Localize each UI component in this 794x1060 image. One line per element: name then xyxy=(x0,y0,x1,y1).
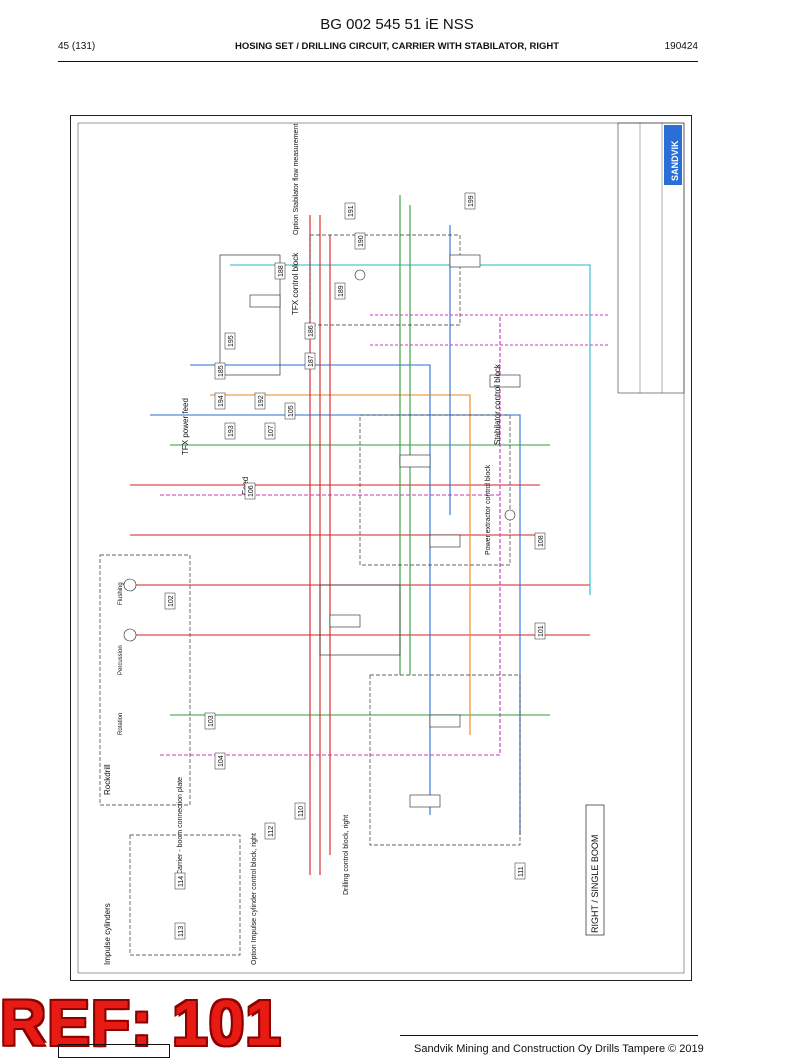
ref-stamp: REF: 101 xyxy=(0,987,282,1059)
impulse-cylinders-label: Impulse cylinders xyxy=(103,903,112,965)
carrier-boom-label: Carrier - boom connection plate xyxy=(177,777,184,875)
component-number: 192 xyxy=(258,395,265,407)
percussion-label: Percussion xyxy=(118,645,124,675)
tfx-control-block-label: TFX control block xyxy=(291,252,300,315)
component-number: 187 xyxy=(308,355,315,367)
component-number: 194 xyxy=(218,395,225,407)
right-single-boom-label: RIGHT / SINGLE BOOM xyxy=(590,835,600,933)
brand-label: SANDVIK xyxy=(670,140,680,181)
drilling-control-label: Drilling control block, right xyxy=(343,815,350,895)
control-blocks xyxy=(99,234,521,956)
component-number: 113 xyxy=(178,926,185,937)
stabilator-flow-label: Option Stabilator flow measurement xyxy=(293,124,300,235)
sheet-frame xyxy=(70,115,692,981)
component-number: 108 xyxy=(538,535,545,547)
component-number: 107 xyxy=(268,425,275,437)
component-number-box xyxy=(214,752,226,770)
component-number: 186 xyxy=(308,325,315,337)
component-number-box xyxy=(274,262,286,280)
component-number: 112 xyxy=(268,826,275,837)
impulse-option-label: Option Impulse cylinder control block, r… xyxy=(251,833,258,965)
component-symbols xyxy=(123,254,521,808)
rockdrill-label: Rockdrill xyxy=(103,764,112,795)
component-number-box xyxy=(244,482,256,500)
footer-logo xyxy=(58,1044,170,1058)
component-number: 193 xyxy=(228,425,235,437)
component-number-box xyxy=(304,322,316,340)
component-numbers: 101 102 103 104 105 106 107 108 110 111 112 113 114 1… xyxy=(164,192,546,940)
hydraulic-schematic: SANDVIK Feed TFX power feed TFX cont xyxy=(70,115,692,981)
component-number-box xyxy=(224,422,236,440)
footer-rule xyxy=(400,1035,698,1036)
component-number: 188 xyxy=(278,265,285,277)
rotation-label: Rotation xyxy=(118,713,124,735)
stabilator-control-label: Stabilator control block xyxy=(493,363,502,445)
component-number: 110 xyxy=(298,806,305,817)
component-number-box xyxy=(174,922,186,940)
component-number: 106 xyxy=(248,485,255,497)
component-number: 101 xyxy=(538,625,545,637)
title-block xyxy=(617,122,685,394)
component-number: 111 xyxy=(518,866,525,877)
component-number-box xyxy=(214,362,226,380)
header-rule xyxy=(58,61,698,62)
component-number-box xyxy=(514,862,526,880)
component-number-box xyxy=(264,422,276,440)
component-number: 195 xyxy=(228,335,235,347)
component-number: 102 xyxy=(168,595,175,607)
component-number: 104 xyxy=(218,755,225,767)
component-number-box xyxy=(284,402,296,420)
tfx-power-feed-label: TFX power feed xyxy=(181,398,190,455)
component-number-box xyxy=(534,622,546,640)
component-number-box xyxy=(344,202,356,220)
component-number-box xyxy=(204,712,216,730)
document-code: BG 002 545 51 iE NSS xyxy=(320,16,474,33)
component-number-box xyxy=(294,802,306,820)
component-number: 199 xyxy=(468,195,475,207)
component-number: 190 xyxy=(358,235,365,247)
component-number-box xyxy=(164,592,176,610)
component-number-box xyxy=(264,822,276,840)
component-number: 105 xyxy=(288,405,295,417)
component-number: 114 xyxy=(178,876,185,887)
component-number-box xyxy=(354,232,366,250)
component-number-box xyxy=(224,332,236,350)
component-number-box xyxy=(174,872,186,890)
flushing-label: Flushing xyxy=(118,582,124,605)
right-single-boom-box xyxy=(585,804,605,936)
component-number-box xyxy=(304,352,316,370)
component-number: 185 xyxy=(218,365,225,377)
sandvik-logo-box xyxy=(664,125,682,185)
component-number-box xyxy=(534,532,546,550)
document-date: 190424 xyxy=(664,41,698,52)
component-number-box xyxy=(464,192,476,210)
component-number: 103 xyxy=(208,715,215,727)
power-extractor-label: Power extractor control block xyxy=(485,464,492,555)
page-title: HOSING SET / DRILLING CIRCUIT, CARRIER W… xyxy=(234,41,560,52)
sheet-inner-frame xyxy=(77,122,685,974)
component-number-box xyxy=(334,282,346,300)
page-number: 45 (131) xyxy=(58,41,96,52)
component-number: 189 xyxy=(338,285,345,297)
component-number-box xyxy=(214,392,226,410)
footer-text: Sandvik Mining and Construction Oy Drill… xyxy=(414,1043,704,1055)
component-number-box xyxy=(254,392,266,410)
component-number: 191 xyxy=(348,205,355,217)
